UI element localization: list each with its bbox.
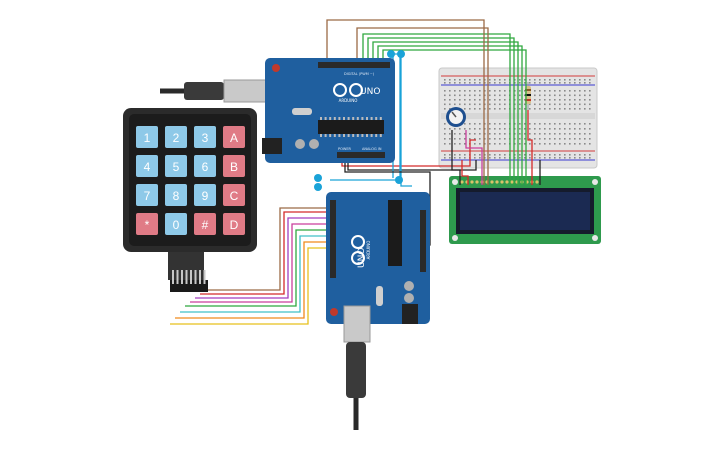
board-bottom-brand: ARDUINO (366, 241, 371, 260)
keypad-connector (170, 280, 208, 292)
arduino-uno-bottom[interactable]: ARDUINO UNO (326, 192, 430, 430)
key-label: 8 (173, 189, 180, 203)
key-2[interactable]: 2 (165, 126, 187, 148)
key-3[interactable]: 3 (194, 126, 216, 148)
key-label: B (230, 160, 238, 174)
key-D[interactable]: D (223, 213, 245, 235)
key-#[interactable]: # (194, 213, 216, 235)
key-4[interactable]: 4 (136, 155, 158, 177)
key-label: 7 (144, 189, 151, 203)
key-B[interactable]: B (223, 155, 245, 177)
board-top-brand: ARDUINO (339, 98, 358, 103)
key-label: C (230, 189, 239, 203)
key-label: 2 (173, 131, 180, 145)
key-0[interactable]: 0 (165, 213, 187, 235)
key-label: 9 (202, 189, 209, 203)
board-top-model: UNO (360, 87, 380, 97)
key-label: * (145, 218, 150, 232)
key-1[interactable]: 1 (136, 126, 158, 148)
key-9[interactable]: 9 (194, 184, 216, 206)
lcd-screen (460, 192, 590, 230)
key-label: A (230, 131, 238, 145)
usb-cable-top (160, 79, 267, 103)
wires (170, 19, 541, 325)
board-top-digital-label: DIGITAL (PWM ~) (344, 72, 375, 76)
key-label: 3 (202, 131, 209, 145)
junction-dots (314, 50, 405, 191)
potentiometer[interactable] (446, 107, 466, 127)
key-label: 0 (173, 218, 180, 232)
board-top-analog-label: ANALOG IN (362, 147, 382, 151)
key-7[interactable]: 7 (136, 184, 158, 206)
key-label: # (202, 218, 209, 232)
key-5[interactable]: 5 (165, 155, 187, 177)
usb-cable-bottom (343, 305, 371, 430)
lcd-display[interactable] (449, 176, 601, 244)
key-*[interactable]: * (136, 213, 158, 235)
key-label: D (230, 218, 239, 232)
breadboard-holes (444, 79, 591, 159)
board-bottom-model: UNO (357, 248, 367, 268)
key-C[interactable]: C (223, 184, 245, 206)
board-top-power-label: POWER (338, 147, 352, 151)
key-label: 1 (144, 131, 151, 145)
key-6[interactable]: 6 (194, 155, 216, 177)
key-label: 5 (173, 160, 180, 174)
arduino-uno-top[interactable]: ARDUINO UNO DIGITAL (PWM ~) POWER ANALOG… (160, 58, 395, 163)
key-A[interactable]: A (223, 126, 245, 148)
key-label: 4 (144, 160, 151, 174)
key-label: 6 (202, 160, 209, 174)
keypad-4x4[interactable]: 1 2 3 A 4 5 6 B 7 8 9 C * 0 # D (123, 108, 257, 292)
key-8[interactable]: 8 (165, 184, 187, 206)
